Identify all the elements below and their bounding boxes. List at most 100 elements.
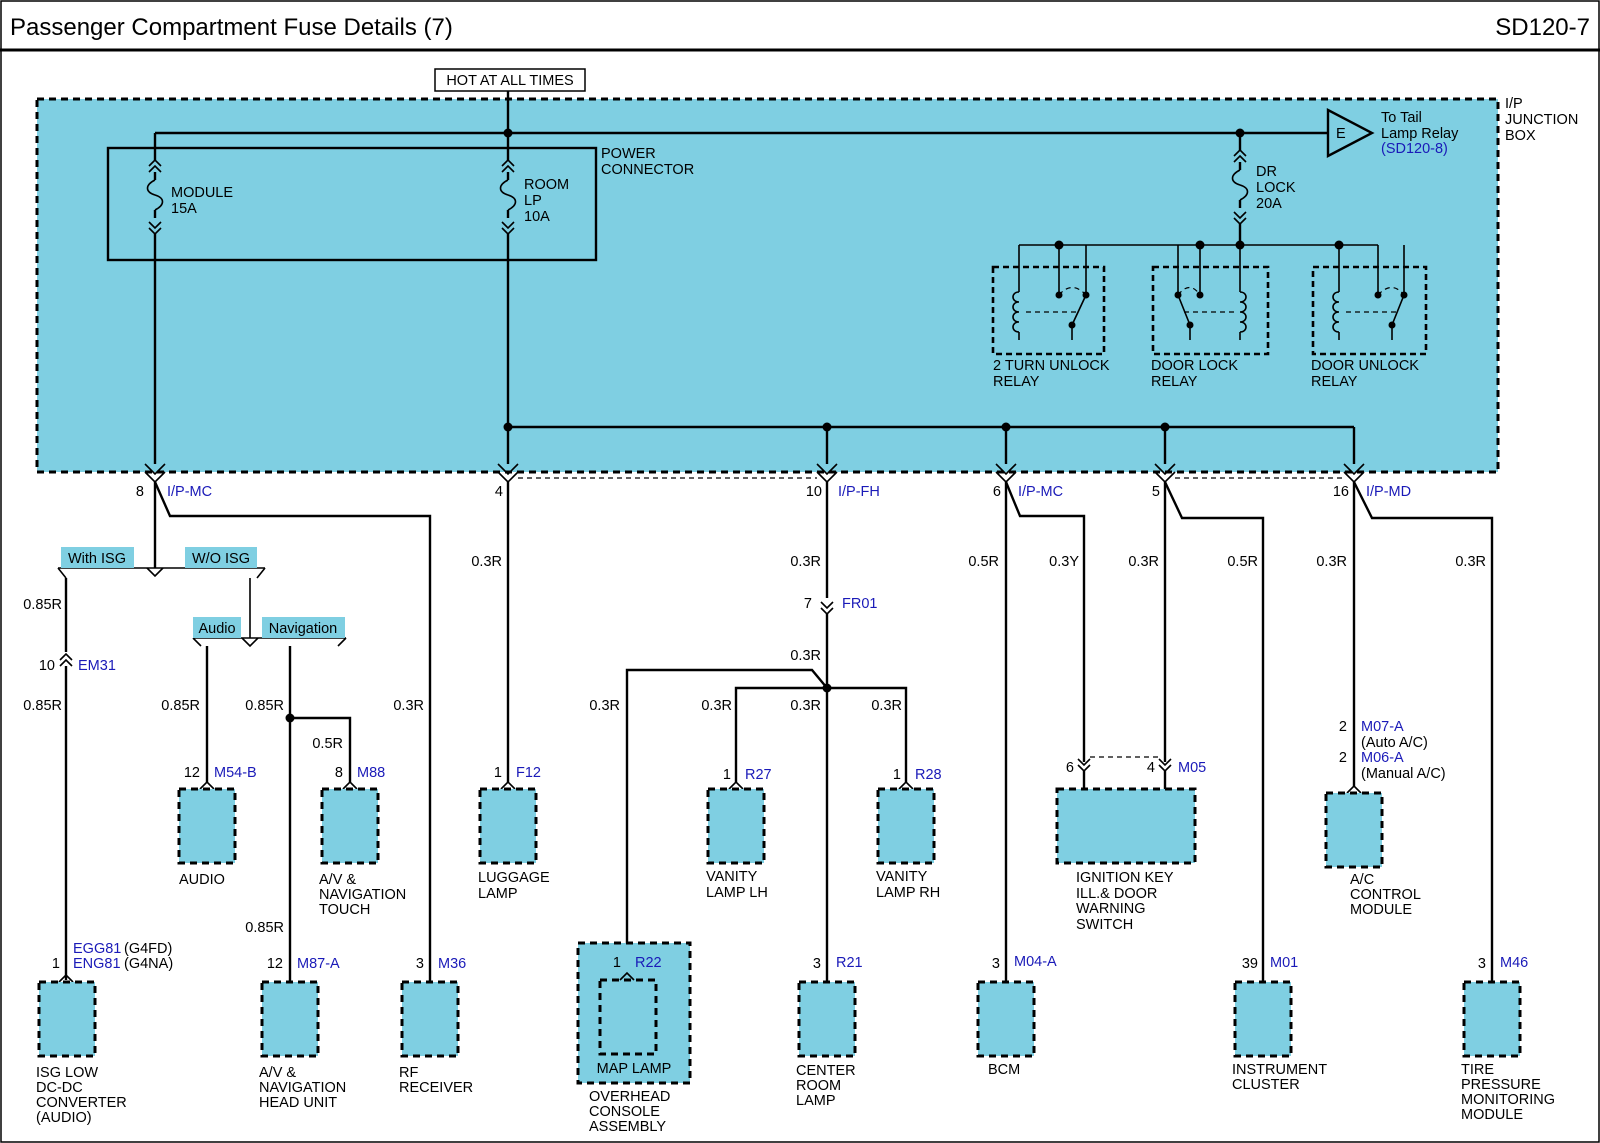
- svg-text:0.3R: 0.3R: [790, 554, 821, 570]
- page-code: SD120-7: [1495, 14, 1590, 41]
- option-with-isg: [61, 547, 134, 568]
- svg-text:BCM: BCM: [988, 1062, 1020, 1078]
- svg-text:3: 3: [416, 956, 424, 972]
- svg-text:M36: M36: [438, 956, 466, 972]
- tail-lamp-connector: E To Tail Lamp Relay (SD120-8): [1326, 108, 1459, 158]
- option-wo-isg: [185, 547, 257, 568]
- branch-module-fuse: With ISG W/O ISG 0.85R 10 EM31 0.85R Aud…: [23, 481, 432, 982]
- svg-text:0.3R: 0.3R: [790, 698, 821, 714]
- svg-text:Audio: Audio: [198, 621, 235, 637]
- svg-text:(Auto A/C): (Auto A/C): [1361, 735, 1428, 751]
- svg-text:1: 1: [52, 956, 60, 972]
- svg-text:0.3R: 0.3R: [701, 698, 732, 714]
- svg-text:R22: R22: [635, 955, 662, 971]
- svg-text:2: 2: [1339, 750, 1347, 766]
- svg-text:4: 4: [495, 484, 503, 500]
- branch-md-16: 0.3R 0.3R: [1316, 481, 1494, 982]
- svg-text:1: 1: [494, 765, 502, 781]
- svg-text:To Tail Lamp Relay: To Tail Lamp Relay: [1381, 110, 1459, 142]
- component-audio: 12 M54-B AUDIO: [177, 765, 257, 888]
- svg-text:R28: R28: [915, 767, 942, 783]
- svg-text:6: 6: [1066, 760, 1074, 776]
- svg-text:39: 39: [1242, 956, 1258, 972]
- svg-text:I/P-MC: I/P-MC: [1018, 484, 1063, 500]
- svg-text:M88: M88: [357, 765, 385, 781]
- branch-luggage: 0.3R: [471, 482, 510, 782]
- svg-text:3: 3: [992, 956, 1000, 972]
- svg-text:M87-A: M87-A: [297, 956, 340, 972]
- svg-text:0.5R: 0.5R: [968, 554, 999, 570]
- svg-text:0.85R: 0.85R: [245, 698, 284, 714]
- svg-text:W/O ISG: W/O ISG: [192, 551, 250, 567]
- svg-text:5: 5: [1152, 484, 1160, 500]
- svg-text:M46: M46: [1500, 955, 1528, 971]
- svg-text:0.85R: 0.85R: [23, 597, 62, 613]
- svg-text:0.3R: 0.3R: [1316, 554, 1347, 570]
- branch-fh: 0.3R 7 FR01 0.3R 0.3R 0.3R 0.3R 0.3R: [589, 482, 908, 982]
- page-title: Passenger Compartment Fuse Details (7): [10, 14, 453, 41]
- power-connector-label: POWER CONNECTOR: [601, 146, 694, 178]
- junction-box: I/P JUNCTION BOX HOT AT ALL TIMES E To T…: [35, 68, 1582, 474]
- svg-text:1: 1: [893, 767, 901, 783]
- svg-text:(G4FD): (G4FD): [124, 941, 172, 957]
- svg-text:3: 3: [1478, 956, 1486, 972]
- component-bcm: 3 M04-A BCM: [976, 954, 1057, 1078]
- svg-text:M07-A: M07-A: [1361, 719, 1404, 735]
- svg-text:0.3R: 0.3R: [1128, 554, 1159, 570]
- svg-text:16: 16: [1333, 484, 1349, 500]
- svg-text:EM31: EM31: [78, 658, 116, 674]
- svg-text:12: 12: [267, 956, 283, 972]
- junction-box-label: I/P JUNCTION BOX: [1505, 96, 1582, 144]
- svg-text:M54-B: M54-B: [214, 765, 257, 781]
- svg-text:With ISG: With ISG: [68, 551, 126, 567]
- svg-text:7: 7: [804, 596, 812, 612]
- option-navigation: [262, 617, 345, 638]
- svg-text:4: 4: [1147, 760, 1155, 776]
- svg-text:R27: R27: [745, 767, 772, 783]
- svg-text:M01: M01: [1270, 955, 1298, 971]
- svg-text:(Manual A/C): (Manual A/C): [1361, 766, 1446, 782]
- header: Passenger Compartment Fuse Details (7) S…: [0, 14, 1600, 52]
- branch-mc-6: 0.5R 0.3Y: [968, 481, 1086, 982]
- hot-label: HOT AT ALL TIMES: [446, 73, 573, 89]
- svg-text:6: 6: [993, 484, 1001, 500]
- svg-text:(G4NA): (G4NA): [124, 956, 173, 972]
- junction-box-outline: [35, 97, 1500, 474]
- svg-text:ENG81: ENG81: [73, 956, 121, 972]
- svg-text:2: 2: [1339, 719, 1347, 735]
- hot-label-box: [434, 68, 586, 92]
- svg-text:10: 10: [806, 484, 822, 500]
- svg-text:0.3R: 0.3R: [393, 698, 424, 714]
- svg-text:R21: R21: [836, 955, 863, 971]
- svg-text:1: 1: [723, 767, 731, 783]
- tail-lamp-ref-link[interactable]: (SD120-8): [1381, 141, 1448, 157]
- svg-text:M06-A: M06-A: [1361, 750, 1404, 766]
